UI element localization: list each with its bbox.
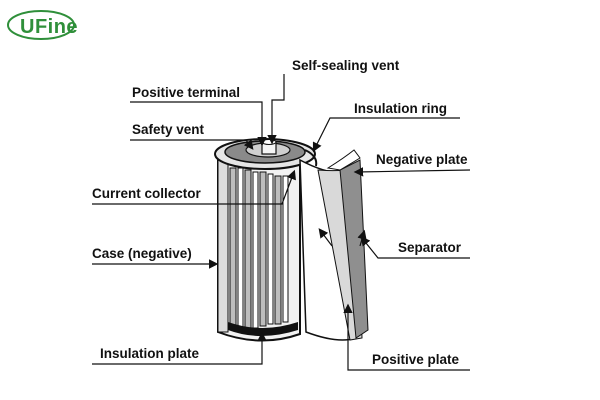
label-negative-plate: Negative plate [376,152,468,167]
label-insulation-plate: Insulation plate [100,346,200,361]
ufine-logo [6,8,76,42]
label-positive-plate: Positive plate [372,352,460,367]
battery-case [217,152,301,342]
label-safety-vent: Safety vent [132,122,205,137]
label-case-negative: Case (negative) [92,246,192,261]
plate-arrows [318,228,367,247]
label-self-sealing-vent: Self-sealing vent [292,58,400,73]
label-insulation-ring: Insulation ring [354,101,447,116]
logo-oval-icon [7,10,75,40]
logo-text: UFine [20,16,79,38]
label-current-collector: Current collector [92,186,201,201]
label-separator: Separator [398,240,462,255]
outer-sheet [326,149,361,171]
label-positive-terminal: Positive terminal [132,85,241,100]
leader-lines [92,74,471,371]
